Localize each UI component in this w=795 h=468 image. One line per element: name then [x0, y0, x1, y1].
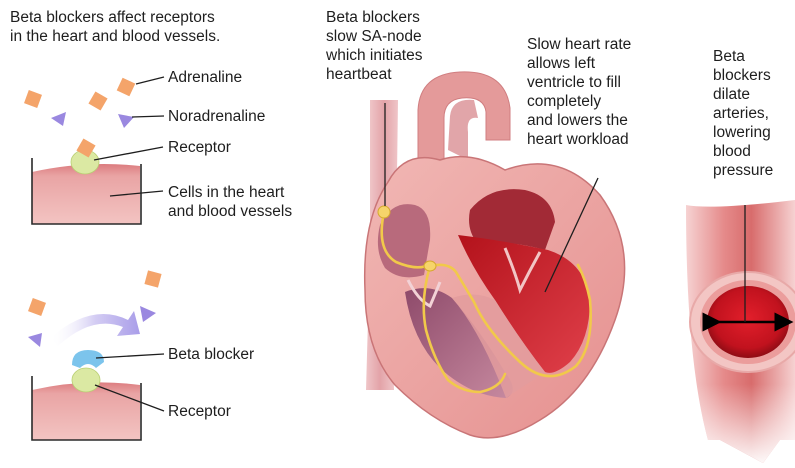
noradrenaline-molecule	[51, 112, 66, 126]
av-node	[424, 261, 436, 271]
pulmonary-artery	[448, 100, 478, 160]
receptor-bottom	[72, 368, 100, 392]
label-noradrenaline: Noradrenaline	[168, 107, 265, 126]
noradrenaline-molecule	[140, 306, 156, 322]
sa-node	[378, 206, 390, 218]
adrenaline-molecule	[24, 90, 42, 108]
label-receptor-top: Receptor	[168, 138, 231, 157]
artery-caption: Beta blockers dilate arteries, lowering …	[713, 47, 773, 180]
ventricle-caption: Slow heart rate allows left ventricle to…	[527, 35, 631, 149]
noradrenaline-molecule	[28, 333, 42, 347]
label-cells: Cells in the heart and blood vessels	[168, 183, 292, 221]
beta-blocker-molecule	[72, 350, 104, 368]
artery-cross-section	[686, 200, 795, 463]
adrenaline-molecule	[88, 91, 107, 110]
label-adrenaline: Adrenaline	[168, 68, 242, 87]
beta-blocker-binding-bottom	[28, 270, 164, 440]
left-panel-caption: Beta blockers affect receptors in the he…	[10, 8, 220, 46]
adrenaline-molecule	[117, 78, 136, 97]
label-beta-blocker: Beta blocker	[168, 345, 254, 364]
deflection-arrow	[50, 311, 140, 346]
label-receptor-bottom: Receptor	[168, 402, 231, 421]
sa-node-caption: Beta blockers slow SA-node which initiat…	[326, 8, 423, 84]
adrenaline-molecule	[144, 270, 161, 287]
receptor-binding-top	[24, 77, 164, 224]
adrenaline-molecule	[28, 298, 46, 316]
noradrenaline-molecule	[118, 114, 134, 128]
